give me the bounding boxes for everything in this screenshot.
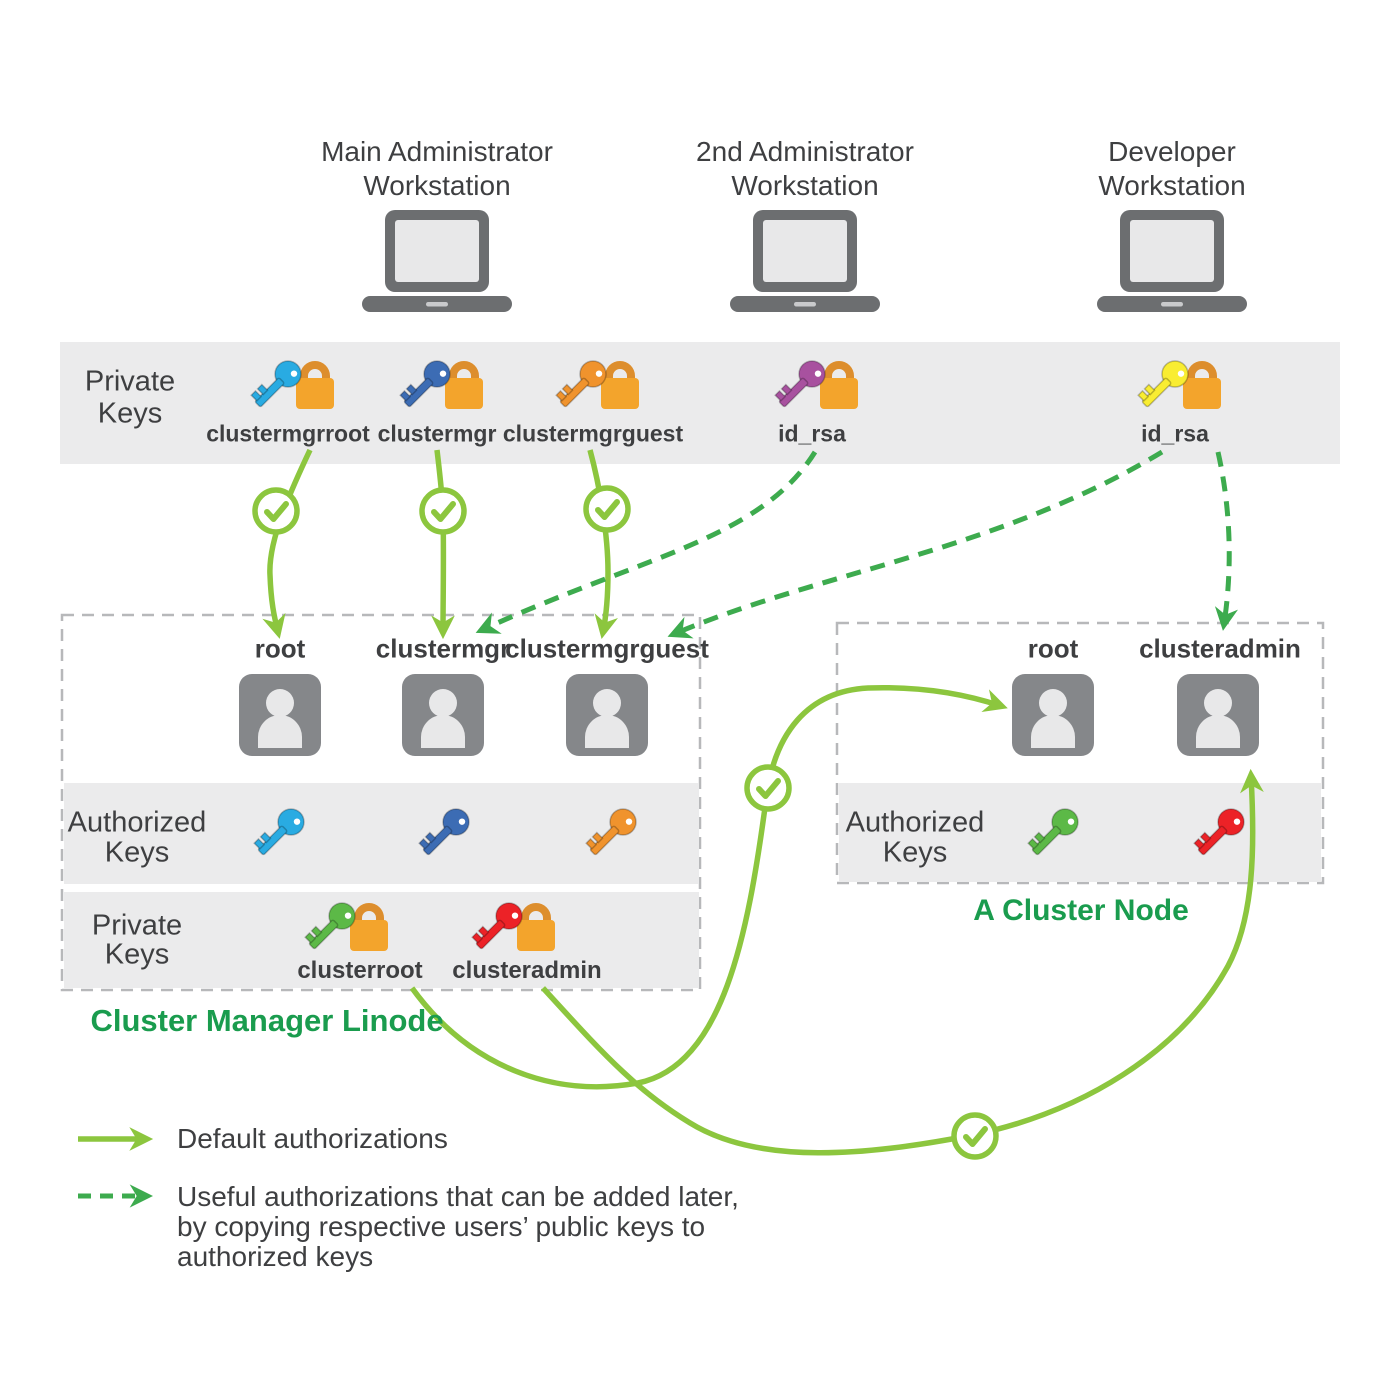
connection-s2-arrow	[431, 449, 455, 640]
check-circle-icon	[747, 767, 789, 809]
row-label-authorized-keys: Keys	[882, 836, 948, 869]
legend-later-label-line2: by copying respective users’ public keys…	[177, 1211, 706, 1242]
laptop-icon	[1097, 210, 1247, 312]
connection-d1-arrow	[475, 450, 818, 634]
workstation-private-keys-band	[60, 342, 1340, 464]
key-name: clusterroot	[297, 957, 423, 984]
workstation-label: Workstation	[731, 170, 879, 201]
user-avatar-node-root	[1012, 674, 1094, 756]
workstation-label: Developer	[1108, 136, 1236, 167]
cluster-node-authorized-keys-band	[839, 783, 1321, 882]
check-circle-icon	[255, 490, 297, 532]
check-circle-icon	[586, 488, 628, 530]
key-name: clustermgr	[377, 420, 497, 447]
laptop-icon	[362, 210, 512, 312]
row-label-private-keys: Private	[91, 909, 183, 942]
row-label-authorized-keys: Keys	[104, 836, 170, 869]
legend-later-label-line1: Useful authorizations that can be added …	[177, 1181, 739, 1212]
workstation-label: Workstation	[363, 170, 511, 201]
check-circle-icon	[422, 490, 464, 532]
legend-later-label-line3: authorized keys	[177, 1241, 374, 1272]
row-label-private-keys: Keys	[104, 938, 170, 971]
user-name: clustermgrguest	[505, 633, 709, 664]
key-name: clustermgrguest	[502, 420, 684, 447]
user-avatar-node-clusteradmin	[1177, 674, 1259, 756]
cluster-manager-title: Cluster Manager Linode	[90, 1003, 444, 1038]
user-name: root	[1027, 633, 1079, 664]
user-name: clustermgr	[375, 633, 511, 664]
row-label-authorized-keys: Authorized	[67, 806, 207, 839]
key-name: id_rsa	[778, 420, 846, 447]
key-name: clusteradmin	[452, 957, 602, 984]
user-avatar-clustermgr	[402, 674, 484, 756]
user-avatar-clustermgrguest	[566, 674, 648, 756]
check-circle-icon	[954, 1115, 996, 1157]
connection-s4-arrow	[409, 684, 1008, 1090]
cluster-manager-authorized-keys-band	[64, 783, 699, 884]
laptop-icon	[730, 210, 880, 312]
workstation-label: Workstation	[1098, 170, 1246, 201]
connection-d3-arrow	[1214, 451, 1238, 631]
connection-d2-arrow	[667, 449, 1164, 639]
row-label-private-keys: Keys	[97, 397, 163, 430]
row-label-authorized-keys: Authorized	[845, 806, 985, 839]
user-name: clusteradmin	[1139, 633, 1301, 664]
row-label-private-keys: Private	[84, 365, 176, 398]
user-avatar-root	[239, 674, 321, 756]
user-name: root	[254, 633, 306, 664]
connection-s3-arrow	[587, 449, 618, 640]
connection-s1-arrow	[262, 448, 313, 639]
workstation-label: Main Administrator	[321, 136, 553, 167]
cluster-node-title: A Cluster Node	[973, 894, 1189, 927]
key-name: id_rsa	[1141, 420, 1209, 447]
key-name: clustermgrroot	[206, 420, 370, 447]
workstation-label: 2nd Administrator	[696, 136, 914, 167]
legend-default-label: Default authorizations	[177, 1123, 448, 1154]
